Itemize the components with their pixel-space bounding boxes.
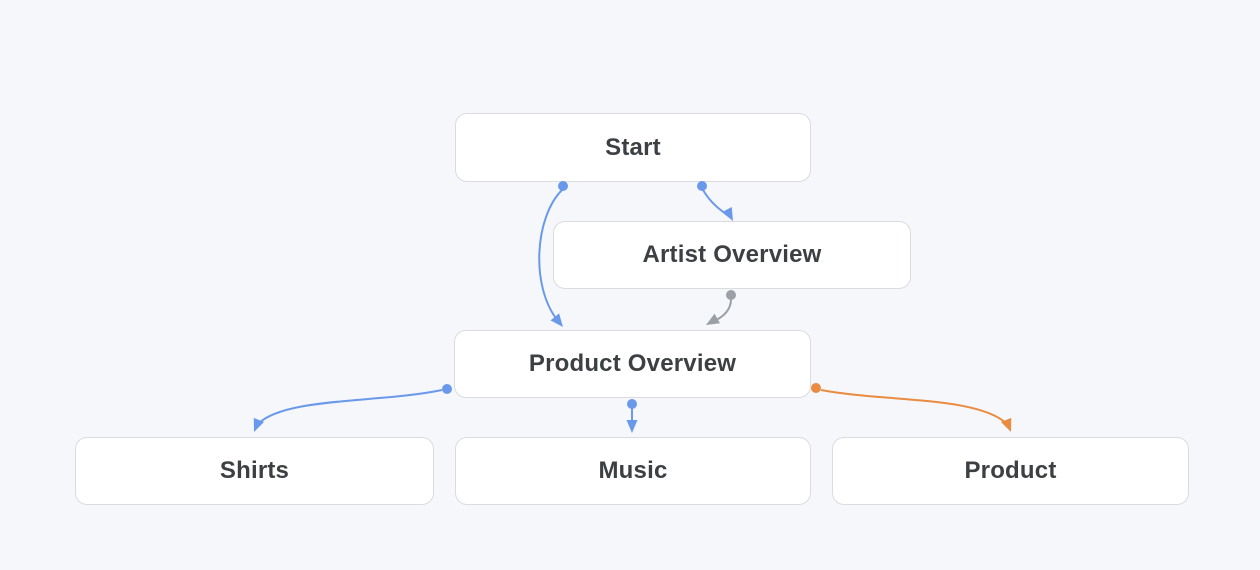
edge-origin-dot-product-overview-music (627, 399, 637, 409)
node-product[interactable]: Product (832, 437, 1189, 505)
edge-artist-overview-to-product-overview (711, 298, 732, 323)
edge-origin-dot-product-overview-product (811, 383, 821, 393)
node-product-overview-label: Product Overview (528, 350, 737, 377)
edge-origin-dot-artist-product-overview (726, 290, 736, 300)
edge-origin-dot-start-product-overview (558, 181, 568, 191)
node-music[interactable]: Music (455, 437, 811, 505)
node-product-label: Product (964, 457, 1057, 484)
node-shirts[interactable]: Shirts (75, 437, 434, 505)
node-artist-overview[interactable]: Artist Overview (553, 221, 911, 289)
edge-origin-dot-product-overview-shirts (442, 384, 452, 394)
edge-arrowhead-product-overview-product (1001, 417, 1012, 432)
edge-origin-dot-start-artist (697, 181, 707, 191)
edge-arrowhead-start-product-overview (550, 313, 563, 327)
node-product-overview[interactable]: Product Overview (454, 330, 811, 398)
edge-arrowhead-product-overview-shirts (253, 417, 264, 432)
edge-start-to-artist-overview (702, 189, 731, 218)
edge-product-overview-to-shirts (257, 389, 443, 425)
edge-product-overview-to-product (820, 389, 1008, 425)
node-start[interactable]: Start (455, 113, 811, 182)
node-music-label: Music (598, 457, 668, 484)
node-artist-overview-label: Artist Overview (642, 241, 822, 268)
node-shirts-label: Shirts (219, 457, 290, 484)
node-start-label: Start (605, 133, 661, 161)
edge-arrowhead-product-overview-music (626, 420, 638, 433)
edge-arrowhead-artist-product-overview (706, 313, 721, 325)
